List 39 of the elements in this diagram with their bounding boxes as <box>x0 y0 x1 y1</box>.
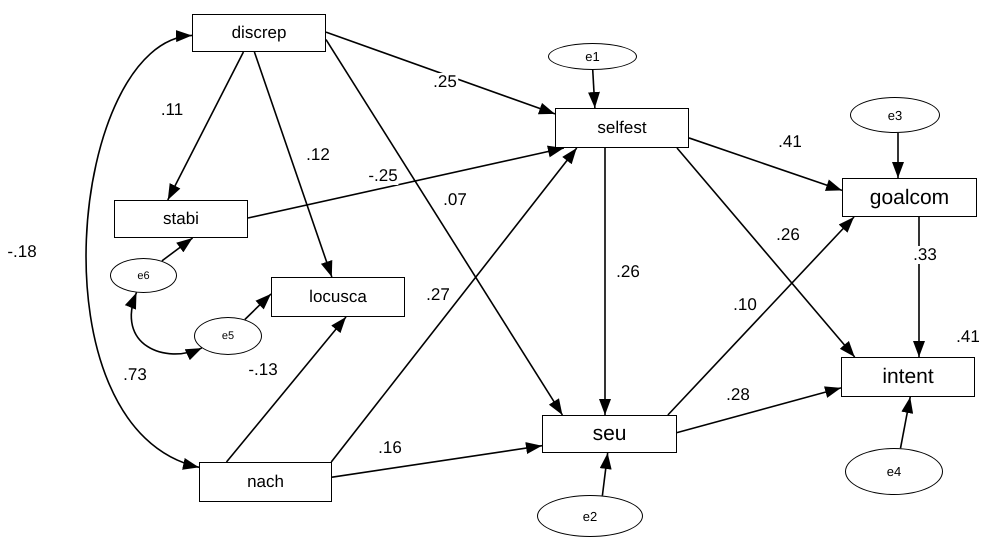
error-label: e2 <box>582 508 598 524</box>
path-arrow <box>688 137 842 192</box>
variable-label: seu <box>592 422 626 446</box>
variable-label: discrep <box>232 23 286 43</box>
path-arrow <box>244 293 272 320</box>
path-arrow <box>248 146 564 219</box>
path-arrow <box>332 442 542 478</box>
path-arrow <box>254 52 333 278</box>
variable-label: goalcom <box>870 186 950 210</box>
variable-box <box>271 277 405 317</box>
variable-box <box>192 14 326 52</box>
variable-label: intent <box>882 365 934 389</box>
path-arrow <box>226 316 347 462</box>
path-arrow <box>600 452 612 496</box>
variable-box <box>842 178 977 217</box>
error-label: e3 <box>888 108 902 122</box>
edge-label: .33 <box>912 246 938 264</box>
variable-box <box>199 462 332 502</box>
path-arrow <box>325 39 564 416</box>
variable-box <box>555 108 689 148</box>
variable-label: selfest <box>597 118 647 138</box>
path-arrow <box>599 148 611 415</box>
path-arrow <box>676 147 856 358</box>
error-label: e5 <box>222 330 234 342</box>
edge-label: -.25 <box>367 167 399 185</box>
variable-label: locusca <box>309 287 367 307</box>
error-ellipse <box>194 317 262 355</box>
error-label: e4 <box>886 464 902 479</box>
path-arrow <box>588 70 600 108</box>
variable-box <box>841 357 975 397</box>
variable-label: nach <box>247 472 284 492</box>
path-arrow <box>892 132 904 178</box>
path-arrow <box>667 216 855 416</box>
error-label: e1 <box>585 49 600 64</box>
variable-box <box>542 415 677 453</box>
path-arrow <box>676 386 842 434</box>
path-arrow <box>326 31 556 115</box>
path-arrow <box>900 396 914 448</box>
path-arrow <box>330 148 578 462</box>
